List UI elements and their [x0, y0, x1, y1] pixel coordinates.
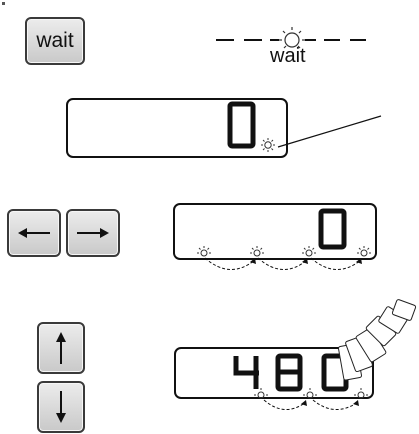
- blink-icon: [250, 246, 264, 257]
- blink-icon: [302, 246, 316, 257]
- left-arrow-icon: [18, 228, 50, 238]
- up-arrow-icon: [56, 332, 66, 364]
- blink-icon: [303, 388, 317, 399]
- digit-cycle-illustration: [338, 299, 417, 381]
- down-arrow-button[interactable]: [37, 381, 85, 433]
- display-3-digit-8: 8: [275, 353, 303, 392]
- blink-icon: [261, 138, 275, 152]
- left-arrow-button[interactable]: [7, 209, 61, 257]
- wait-button[interactable]: wait: [25, 17, 85, 65]
- cursor-move-arrows: [204, 257, 362, 270]
- right-arrow-icon: [77, 228, 109, 238]
- blink-icon: [357, 246, 371, 257]
- cursor-move-arrows: [263, 399, 359, 410]
- up-arrow-button[interactable]: [37, 322, 85, 374]
- wait-button-label: wait: [36, 29, 74, 52]
- right-arrow-button[interactable]: [66, 209, 120, 257]
- corner-dot: [2, 2, 5, 5]
- blink-icon: [354, 388, 368, 399]
- blink-icon: [197, 246, 211, 257]
- display-3-digit-4: 4: [233, 356, 259, 389]
- blink-icon: [254, 388, 268, 399]
- down-arrow-icon: [56, 391, 66, 423]
- wait-indicator-label: wait: [270, 45, 306, 67]
- display-2-digit-0: 0: [318, 208, 347, 250]
- callout-line: [277, 115, 382, 148]
- display-1-digit-0: 0: [227, 101, 256, 149]
